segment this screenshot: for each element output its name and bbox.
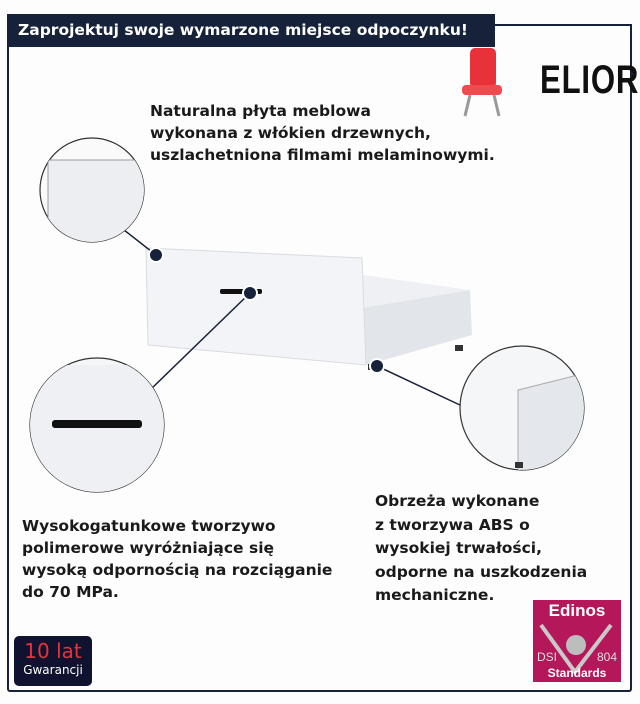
text-line: do 70 MPa.	[22, 583, 119, 601]
certificate-badge: Edinos DSI 804 Standards	[533, 600, 621, 682]
text-line: wykonana z włókien drzewnych,	[150, 124, 431, 142]
text-line: odporne na uszkodzenia	[375, 562, 588, 581]
chair-icon	[462, 48, 502, 117]
text-line: Obrzeża wykonane	[375, 492, 540, 510]
frame-border	[495, 24, 630, 26]
warranty-label: Gwarancji	[23, 663, 83, 677]
certificate-name: Edinos	[548, 601, 606, 620]
text-line: polimerowe wyróżniające się	[22, 539, 275, 557]
brand-logo: ELIOR	[540, 58, 640, 102]
certificate-code-left: DSI	[537, 650, 558, 664]
detail-circle-handle	[29, 357, 165, 493]
text-line: Wysokogatunkowe tworzywo	[22, 517, 276, 535]
content-frame	[7, 24, 632, 692]
detail-circle-edge	[459, 345, 585, 471]
certificate-code-right: 804	[596, 650, 617, 664]
feature-board-text: Naturalna płyta meblowa wykonana z włóki…	[150, 100, 495, 166]
warranty-years: 10 lat	[24, 639, 82, 663]
feature-edge-text: Obrzeża wykonane z tworzywa ABS o wysoki…	[375, 490, 587, 608]
text-line: mechaniczne.	[375, 586, 495, 604]
page-title: Zaprojektuj swoje wymarzone miejsce odpo…	[7, 14, 495, 47]
warranty-badge: 10 lat Gwarancji	[14, 636, 92, 686]
feature-handle-text: Wysokogatunkowe tworzywo polimerowe wyró…	[22, 515, 332, 603]
text-line: z tworzywa ABS o	[375, 515, 530, 534]
drawer	[145, 247, 472, 370]
text-line: Naturalna płyta meblowa	[150, 102, 371, 120]
text-line: wysokiej trwałości,	[375, 539, 542, 557]
certificate-emblem-icon	[539, 623, 613, 676]
text-line: uszlachetniona filmami melaminowymi.	[150, 146, 495, 164]
certificate-label: Standards	[547, 666, 607, 680]
text-line: wysoką odpornością na rozciąganie	[22, 561, 333, 579]
detail-circle-board	[39, 137, 145, 243]
